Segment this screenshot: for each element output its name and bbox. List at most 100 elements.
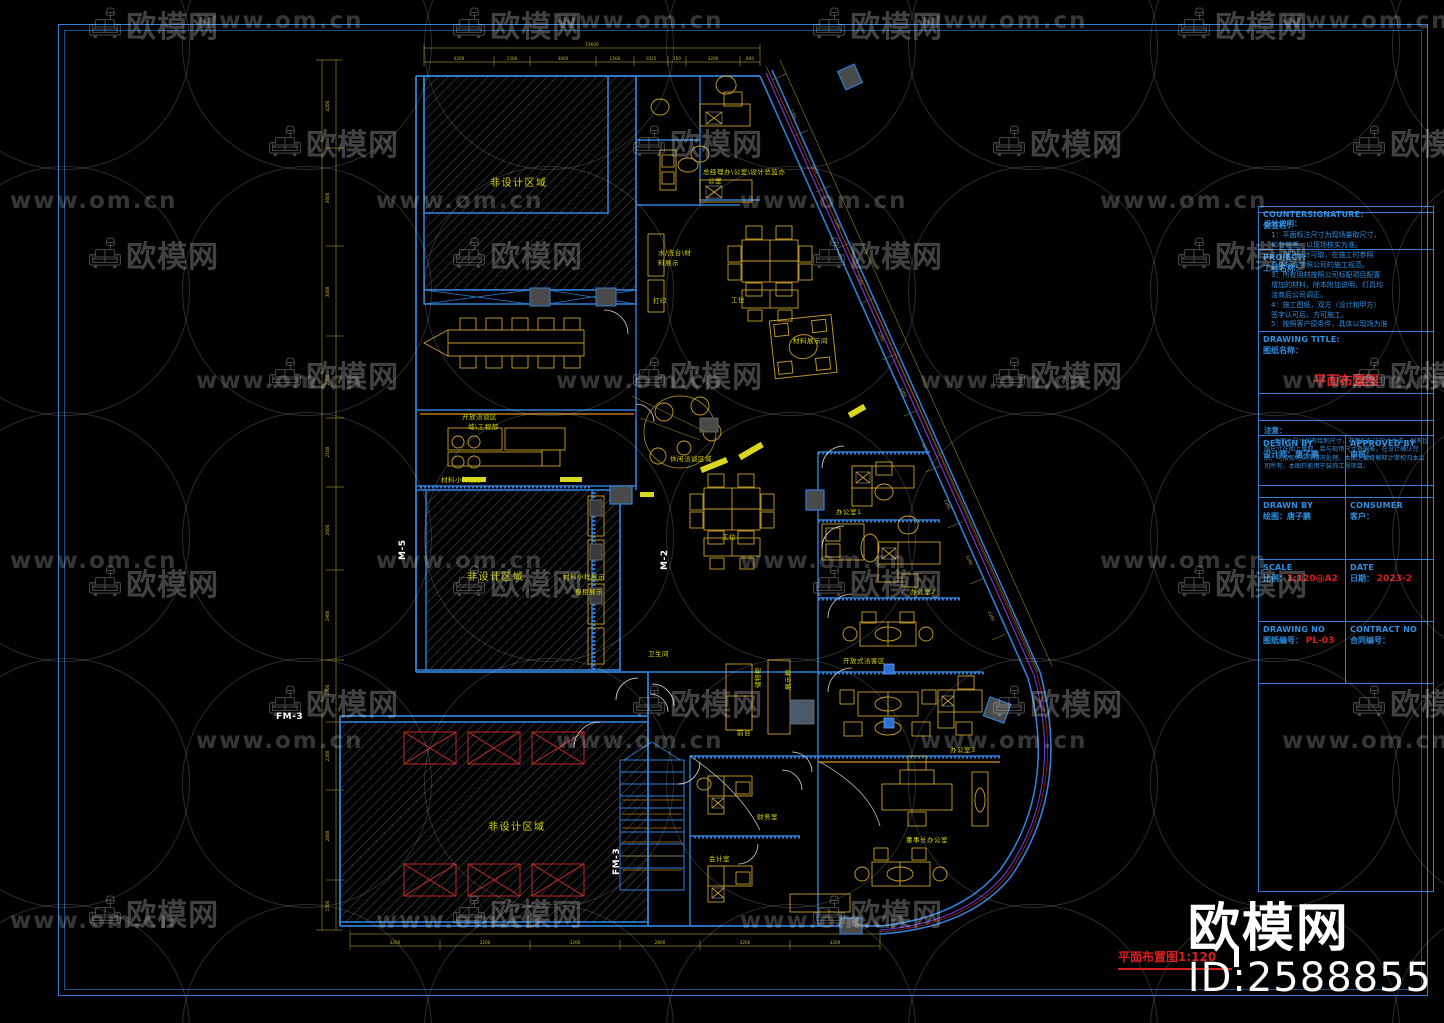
svg-text:3200: 3200 bbox=[570, 940, 581, 945]
countersignature-label-cn: 会签栏： bbox=[1263, 221, 1295, 230]
svg-text:1200: 1200 bbox=[965, 554, 974, 566]
room-label-open-negotiation-eng2: 域\工程部 bbox=[468, 423, 499, 431]
scale-stamp-label: 平面布置图1:120 bbox=[1118, 950, 1217, 964]
drawing-title-label-en: DRAWING TITLE: bbox=[1263, 335, 1340, 344]
title-block: COUNTERSIGNATURE: 会签栏： PROJECT: 工程名称： DR… bbox=[1258, 206, 1434, 892]
sheet-border-inner bbox=[64, 30, 1422, 990]
room-label-workstation-mid: 工位 bbox=[722, 533, 736, 541]
room-label-open-reception: 开放式洽客区 bbox=[843, 657, 885, 665]
drawing-no-value: PL-03 bbox=[1305, 636, 1335, 646]
design-note-line: 增加的材料，除本附加说明，灯具均 bbox=[1271, 280, 1383, 289]
svg-text:3200: 3200 bbox=[390, 940, 401, 945]
room-label-office-2: 办公室2 bbox=[910, 588, 936, 596]
room-label-restroom: 卫生间 bbox=[648, 650, 669, 658]
svg-text:150: 150 bbox=[673, 56, 681, 61]
svg-text:1500: 1500 bbox=[507, 56, 518, 61]
title-block-drawing-title: DRAWING TITLE: 图纸名称： 平面布置图 bbox=[1259, 331, 1433, 435]
room-label-cabinet-display: 橱柜展示 bbox=[575, 588, 603, 596]
contract-no-cell: CONTRACT NO 合同编号： bbox=[1346, 622, 1433, 683]
scale-stamp: 平面布置图1:120 bbox=[1118, 947, 1239, 970]
scale-value: 1:120@A2 bbox=[1287, 574, 1338, 584]
room-label-material-showroom: 材料展示间 bbox=[793, 337, 828, 345]
design-note-line: 洽商后公司调正。 bbox=[1271, 290, 1327, 299]
design-notes-title: 设计说明： bbox=[1264, 219, 1302, 228]
design-note-line: 1：平面标注尺寸为现场量取尺寸， bbox=[1271, 231, 1381, 239]
drawing-title-label-cn: 图纸名称： bbox=[1263, 346, 1303, 355]
svg-text:2700: 2700 bbox=[325, 374, 330, 385]
room-label-chairman-office: 董事长办公室 bbox=[906, 836, 948, 844]
room-label-gm-design-director-2: 公室 bbox=[708, 177, 722, 185]
room-label-workstation-top: 工位 bbox=[731, 296, 745, 304]
title-block-row-design: DESIGN BY 设计师：唐子鹏 APPROVED BY 审核： bbox=[1259, 435, 1433, 497]
door-tag-fm3: FM-3 bbox=[276, 712, 304, 722]
date-label-en: DATE bbox=[1350, 563, 1374, 572]
drawn-by-cell: DRAWN BY 绘图：唐子鹏 bbox=[1259, 498, 1346, 559]
title-block-row-scale: SCALE 比例：1:120@A2 DATE 日期： 2023-2 bbox=[1259, 559, 1433, 621]
design-note-line: 3：所有用材按照公司标配项目配置 bbox=[1271, 270, 1381, 279]
design-note-line: 签字认可后，方可施工。 bbox=[1271, 310, 1348, 319]
scale-cell: SCALE 比例：1:120@A2 bbox=[1259, 560, 1346, 621]
design-notes-panel: 设计说明： 1：平面标注尺寸为现场量取尺寸，如有偏差，以现场核实为准。2：厨卫设… bbox=[1258, 212, 1434, 394]
room-label-leisure-area: 休闲洽谈区域 bbox=[670, 455, 712, 463]
svg-text:3600: 3600 bbox=[325, 192, 330, 203]
design-by-value: 设计师：唐子鹏 bbox=[1263, 450, 1319, 459]
caution-notes-text: 本图之尺寸如有绘制尺寸，非图标标注尺寸为准，如有比例尺寸在图上量取，若与现场尺寸… bbox=[1264, 438, 1429, 471]
consumer-cell: CONSUMER 客户： bbox=[1346, 498, 1433, 559]
svg-text:1200: 1200 bbox=[877, 330, 886, 342]
title-block-blank bbox=[1259, 683, 1433, 893]
title-block-countersignature: COUNTERSIGNATURE: 会签栏： bbox=[1259, 207, 1433, 249]
svg-text:4200: 4200 bbox=[454, 56, 465, 61]
consumer-label-en: CONSUMER bbox=[1350, 501, 1403, 510]
room-label-accounting-room: 会计室 bbox=[709, 855, 730, 863]
svg-text:15600: 15600 bbox=[585, 42, 599, 47]
countersignature-label-en: COUNTERSIGNATURE: bbox=[1263, 210, 1364, 219]
drawn-by-label-en: DRAWN BY bbox=[1263, 501, 1313, 510]
room-label-non-design-area-bottom: 非设计区域 bbox=[488, 822, 546, 833]
design-by-label-en: DESIGN BY bbox=[1263, 439, 1314, 448]
room-label-open-negotiation-eng: 开放洽谈区 bbox=[462, 413, 497, 421]
approved-by-value: 审核： bbox=[1350, 450, 1374, 459]
svg-text:2100: 2100 bbox=[325, 446, 330, 457]
title-block-project: PROJECT: 工程名称： bbox=[1259, 249, 1433, 331]
room-label-non-design-area-mid: 非设计区域 bbox=[467, 572, 525, 583]
room-label-non-design-area-top: 非设计区域 bbox=[490, 178, 548, 189]
date-cell: DATE 日期： 2023-2 bbox=[1346, 560, 1433, 621]
svg-text:3200: 3200 bbox=[480, 940, 491, 945]
svg-text:1025: 1025 bbox=[646, 56, 657, 61]
title-block-row-drawn: DRAWN BY 绘图：唐子鹏 CONSUMER 客户： bbox=[1259, 497, 1433, 559]
svg-text:4200: 4200 bbox=[325, 100, 330, 111]
drawing-no-label-cn: 图纸编号： PL-03 bbox=[1263, 636, 1335, 646]
title-block-row-drawingno: DRAWING NO 图纸编号： PL-03 CONTRACT NO 合同编号： bbox=[1259, 621, 1433, 683]
room-label-sink-material-display: 水/洗台\材 bbox=[658, 249, 692, 257]
room-label-reception-desk: 前台 bbox=[737, 729, 751, 737]
design-note-line: 具体标准参照公司的施工规范。 bbox=[1271, 260, 1369, 269]
svg-text:1500: 1500 bbox=[610, 56, 621, 61]
design-note-line: 如有偏差，以现场核实为准。 bbox=[1271, 240, 1362, 249]
svg-text:1200: 1200 bbox=[833, 218, 842, 230]
svg-text:2900: 2900 bbox=[325, 610, 330, 621]
svg-text:3200: 3200 bbox=[740, 940, 751, 945]
room-label-gm-design-director: 总经理办\公室\设计总监办 bbox=[703, 168, 786, 176]
approved-by-label-en: APPROVED BY bbox=[1350, 439, 1416, 448]
scale-label-en: SCALE bbox=[1263, 563, 1293, 572]
room-label-office-3: 办公室3 bbox=[950, 746, 976, 754]
svg-text:2800: 2800 bbox=[655, 940, 666, 945]
contract-no-label-en: CONTRACT NO bbox=[1350, 625, 1417, 634]
svg-text:1200: 1200 bbox=[987, 610, 996, 622]
approved-by-cell: APPROVED BY 审核： bbox=[1346, 436, 1433, 497]
design-by-cell: DESIGN BY 设计师：唐子鹏 bbox=[1259, 436, 1346, 497]
svg-text:3200: 3200 bbox=[708, 56, 719, 61]
project-label-en: PROJECT: bbox=[1263, 253, 1306, 262]
design-note-line: 4：施工图纸，双方（设计和甲方） bbox=[1271, 300, 1381, 309]
drawing-no-cell: DRAWING NO 图纸编号： PL-03 bbox=[1259, 622, 1346, 683]
room-label-finance-room: 财务室 bbox=[757, 813, 778, 821]
design-note-line: 2：厨卫设计可取，在施工时参照 bbox=[1271, 250, 1374, 259]
caution-notes-title: 注意： bbox=[1264, 426, 1287, 435]
svg-text:3600: 3600 bbox=[558, 56, 569, 61]
drawing-title-value: 平面布置图 bbox=[1313, 374, 1379, 389]
drawing-no-label-en: DRAWING NO bbox=[1263, 625, 1325, 634]
room-label-material-sample-2: 材料小样展示 bbox=[563, 573, 605, 581]
project-label-cn: 工程名称： bbox=[1263, 264, 1303, 273]
scale-stamp-cursor bbox=[1234, 947, 1239, 967]
svg-text:1200: 1200 bbox=[899, 386, 908, 398]
